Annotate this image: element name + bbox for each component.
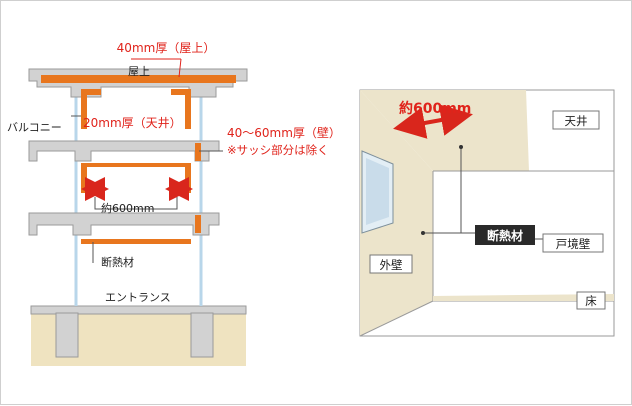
entrance-label: エントランス: [105, 291, 171, 304]
ceiling-insulation-label: 20mm厚（天井）: [83, 116, 182, 130]
room-view: [359, 89, 615, 337]
floor-slab-3: [28, 212, 220, 236]
floor-label: 床: [585, 294, 597, 308]
roof-insulation: [41, 75, 236, 83]
left-insulation-label: 断熱材: [101, 255, 134, 269]
balcony-label: バルコニー: [7, 121, 62, 134]
sash-note: ※サッシ部分は除く: [227, 143, 329, 157]
ceiling-label: 天井: [565, 114, 588, 128]
left-width-label: 約600mm: [101, 201, 154, 215]
footing-left: [55, 312, 79, 358]
building-section: [28, 58, 248, 366]
party-wall-label: 戸境壁: [556, 237, 591, 251]
ceiling-width-arrow: [393, 104, 473, 139]
right-width-label: 約600mm: [399, 100, 471, 117]
floor-slab-2: [28, 140, 220, 162]
wall-insulation-label: 40～60mm厚（壁）: [227, 125, 341, 140]
floor-insulation: [81, 239, 191, 244]
footing-right: [190, 312, 214, 358]
foundation-slab: [30, 305, 247, 315]
insulation-badge: [475, 225, 535, 245]
right-insulation-label: 断熱材: [487, 228, 523, 243]
roof-insulation-label: 40mm厚（屋上）: [117, 41, 216, 55]
exterior-wall-label: 外壁: [380, 258, 403, 272]
roof-label: 屋上: [128, 65, 150, 78]
exterior-wall: [360, 90, 433, 336]
